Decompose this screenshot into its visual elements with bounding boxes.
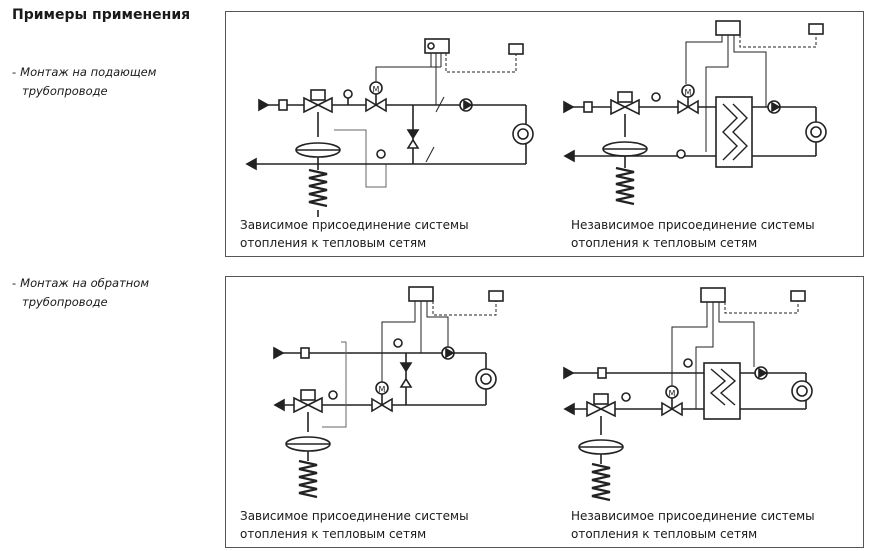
caption-line2: отопления к тепловым сетям [571, 236, 758, 250]
caption-independent-supply: Независимое присоединение системы отопле… [571, 216, 871, 252]
note-return-line2: трубопроводе [22, 295, 108, 309]
sensor-outdoor-icon [790, 290, 806, 302]
strainer-icon [583, 101, 593, 113]
pressure-gauge-icon [676, 149, 686, 159]
caption-line1: Независимое присоединение системы [571, 218, 815, 232]
pressure-gauge-icon [393, 338, 403, 348]
panel-supply-mounting: M [225, 11, 864, 257]
pressure-regulator [578, 393, 624, 502]
panel-return-mounting: M [225, 276, 864, 548]
diagram-independent-supply: M [563, 20, 827, 206]
heat-exchanger-icon [703, 362, 741, 420]
caption-line1: Зависимое присоединение системы [240, 218, 469, 232]
flow-arrow-icon [563, 100, 575, 114]
note-dash: - [12, 276, 17, 290]
motor-label: M [669, 389, 676, 398]
impulse-tube [334, 129, 387, 188]
controller-dial [427, 42, 435, 50]
return-arrow-icon [245, 157, 257, 171]
note-supply-mounting: -Монтаж на подающем трубопроводе [12, 63, 156, 101]
return-arrow-icon [273, 398, 285, 412]
flow-arrow-icon [563, 366, 575, 380]
pressure-gauge-icon [621, 392, 631, 402]
page-title: Примеры применения [12, 7, 191, 23]
pressure-gauge-icon [683, 358, 693, 368]
motor-label: M [685, 88, 692, 97]
caption-line1: Независимое присоединение системы [571, 509, 815, 523]
motorized-valve: M [677, 84, 699, 115]
controller-icon [715, 20, 741, 36]
pressure-gauge-icon [328, 390, 338, 400]
sensor-outdoor-icon [508, 43, 524, 55]
check-valve-icon [399, 362, 413, 373]
return-arrow-icon [563, 149, 575, 163]
note-return-mounting: -Монтаж на обратном трубопроводе [12, 274, 149, 312]
radiator-icon [805, 121, 827, 143]
note-supply-line2: трубопроводе [22, 84, 108, 98]
pressure-gauge-icon [376, 149, 386, 159]
diagram-independent-return: M [563, 287, 813, 502]
caption-independent-return: Независимое присоединение системы отопле… [571, 507, 871, 543]
caption-line2: отопления к тепловым сетям [571, 527, 758, 541]
motorized-valve: M [365, 81, 387, 113]
controller-icon [700, 287, 726, 303]
diagram-dependent-return: M [273, 286, 504, 499]
caption-dependent-supply: Зависимое присоединение системы отоплени… [240, 216, 540, 252]
pressure-regulator [285, 389, 331, 499]
sensor-outdoor-icon [488, 290, 504, 302]
motorized-valve: M [661, 385, 683, 417]
flow-arrow-icon [273, 346, 285, 360]
motorized-valve: M [371, 381, 393, 413]
pressure-gauge-icon [651, 92, 661, 102]
radiator-icon [512, 123, 534, 145]
heat-exchanger-icon [715, 96, 753, 168]
motor-label: M [373, 85, 380, 94]
controller-icon [408, 286, 434, 302]
radiator-icon [475, 368, 497, 390]
panel-return-schematics: M [273, 286, 813, 502]
pressure-regulator [602, 91, 648, 206]
pressure-gauge-icon [343, 89, 353, 99]
note-supply-line1: Монтаж на подающем [20, 65, 157, 79]
note-dash: - [12, 65, 17, 79]
flow-arrow-icon [258, 98, 270, 112]
caption-line2: отопления к тепловым сетям [240, 236, 427, 250]
caption-dependent-return: Зависимое присоединение системы отоплени… [240, 507, 540, 543]
check-valve-icon [406, 129, 420, 140]
panel-supply-schematics: M [245, 20, 827, 217]
return-arrow-icon [563, 402, 575, 416]
radiator-icon [791, 380, 813, 402]
pump-arrow [463, 99, 473, 111]
radiator-inner [517, 128, 529, 140]
sensor-outdoor-icon [808, 23, 824, 35]
check-valve-2 [406, 138, 420, 149]
pressure-regulator [295, 89, 341, 217]
caption-line2: отопления к тепловым сетям [240, 527, 427, 541]
strainer-icon [278, 99, 288, 111]
diagram-dependent-supply: M [245, 38, 534, 217]
caption-line1: Зависимое присоединение системы [240, 509, 469, 523]
note-return-line1: Монтаж на обратном [20, 276, 150, 290]
motor-label: M [379, 385, 386, 394]
